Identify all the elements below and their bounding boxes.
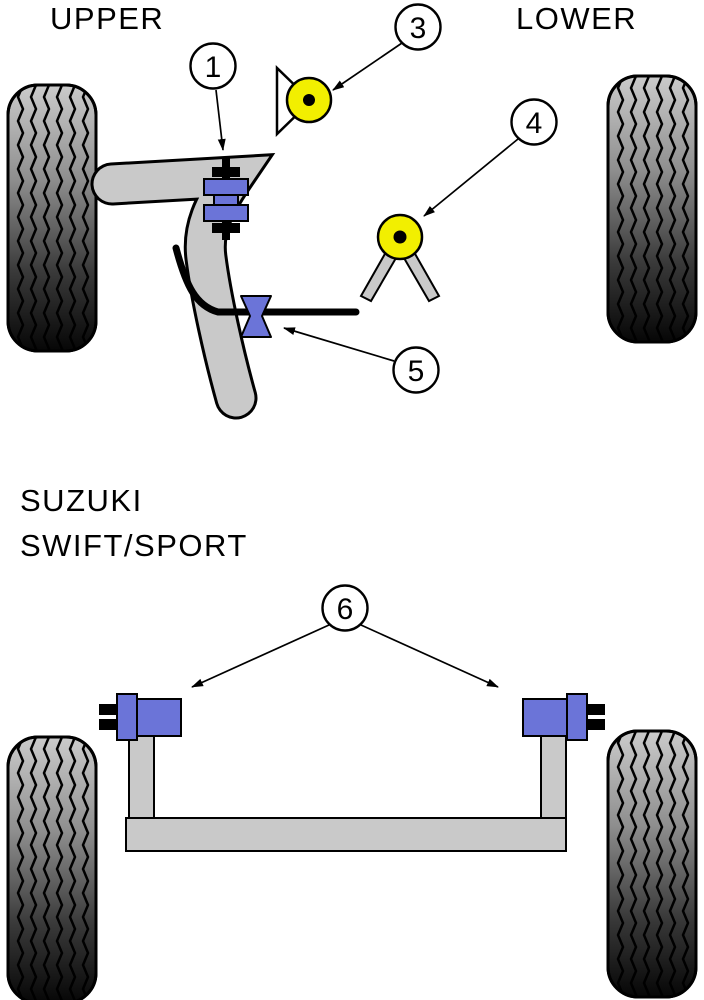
bushing-bottom-flange <box>203 204 249 222</box>
callout-3-number: 3 <box>410 12 427 45</box>
callout-1-number: 1 <box>205 51 222 84</box>
front-right-tire <box>608 64 696 352</box>
anti-roll-bar <box>172 244 360 316</box>
callout-4: 4 <box>510 98 558 146</box>
right-bushing-flange <box>566 693 588 741</box>
subframe-crossmember <box>125 817 567 852</box>
top-mount <box>275 65 333 137</box>
upper-arm-bushing <box>203 158 249 240</box>
front-left-tire <box>8 73 96 361</box>
left-bushing-bolt-head <box>99 704 116 715</box>
bushing-top-flange <box>203 178 249 196</box>
vehicle-name-line2: SWIFT/SPORT <box>20 528 248 563</box>
left-bushing-washer <box>99 719 116 730</box>
rear-right-tire <box>608 719 696 1000</box>
right-bushing-body <box>522 698 568 737</box>
rear-subframe <box>125 734 567 852</box>
engine-mount <box>359 213 441 303</box>
arrow-to-part-3 <box>332 42 403 91</box>
engine-mount-right-leg <box>402 250 441 303</box>
anti-roll-bar-bushing <box>240 295 272 338</box>
bushing-waist <box>213 194 239 206</box>
arrow-to-part-6-left <box>191 624 330 688</box>
arrow-to-part-6-right <box>360 624 499 688</box>
vehicle-name-line1: SUZUKI <box>20 483 143 518</box>
rear-left-tire <box>8 725 96 1000</box>
callout-5-circle <box>392 346 440 394</box>
callout-1-circle <box>189 42 237 90</box>
left-bushing-flange <box>116 693 138 741</box>
callout-5: 5 <box>392 346 440 394</box>
left-bushing-body <box>136 698 182 737</box>
callout-6: 6 <box>321 584 369 632</box>
callout-4-circle <box>510 98 558 146</box>
arrow-to-part-5 <box>283 327 395 362</box>
callout-1: 1 <box>189 42 237 90</box>
top-mount-center-hole <box>303 94 315 106</box>
subframe-left-bushing <box>99 693 182 741</box>
callout-3: 3 <box>394 3 442 51</box>
callout-6-circle <box>321 584 369 632</box>
right-bushing-bolt-head <box>588 704 605 715</box>
lower-label: LOWER <box>516 1 637 36</box>
subframe-left-leg <box>128 734 155 824</box>
callout-5-number: 5 <box>408 355 425 388</box>
bushing-top-nut <box>212 167 240 177</box>
callout-6-number: 6 <box>337 593 354 626</box>
callout-4-number: 4 <box>526 107 543 140</box>
arrow-to-part-4 <box>423 138 519 217</box>
subframe-right-leg <box>540 734 567 824</box>
engine-mount-left-leg <box>359 250 398 303</box>
engine-mount-center-hole <box>393 230 407 244</box>
callout-3-circle <box>394 3 442 51</box>
subframe-right-bushing <box>522 693 605 741</box>
right-bushing-washer <box>588 719 605 730</box>
arrow-to-part-1 <box>215 89 226 151</box>
callout-arrows <box>191 42 519 688</box>
upper-label: UPPER <box>50 1 164 36</box>
bushing-bottom-nut <box>212 223 240 233</box>
